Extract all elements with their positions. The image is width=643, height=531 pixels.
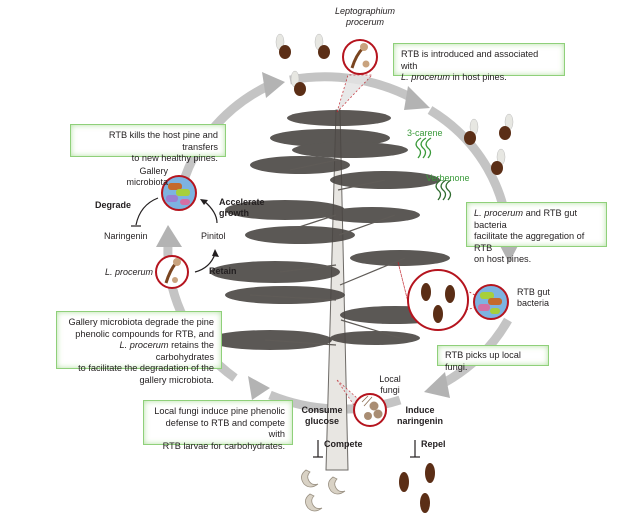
arrowhead-left (156, 225, 182, 247)
repelled-beetles (399, 463, 435, 513)
box-line: RTB is introduced and associated with (401, 49, 539, 71)
larva (305, 493, 323, 512)
flying-beetle (314, 33, 330, 59)
beetle (420, 493, 430, 513)
rtb-beetles-circle (407, 269, 469, 331)
label-line: fungi (380, 385, 400, 395)
box-line: to facilitate the degradation of the (78, 363, 214, 373)
arrowhead-top-right (404, 86, 430, 110)
rtb-gut-bacteria-circle (473, 284, 509, 320)
label-line: bacteria (517, 298, 550, 308)
label-leptographium: Leptographium procerum (330, 6, 400, 28)
box-line-rest: retains the carbohydrates (155, 340, 214, 362)
box-line: Gallery microbiota degrade the pine (68, 317, 214, 327)
label-verbenone: Verbenone (426, 173, 470, 183)
l-procerum-circle-top (342, 39, 378, 75)
box-line: Local fungi induce pine phenolic (154, 406, 285, 416)
flying-beetle (491, 148, 506, 175)
flying-beetle (464, 118, 479, 145)
volatile-wave-icon-verbenone (435, 179, 452, 201)
zoom-cone-top (336, 74, 373, 113)
label-line: glucose (304, 416, 339, 426)
label-naringenin: Naringenin (104, 231, 148, 241)
label-line: Accelerate (219, 197, 265, 207)
box-line: L. procerum and RTB gut bacteria (474, 208, 599, 231)
label-line: Leptographium (334, 6, 396, 16)
accelerate-arrowhead (200, 199, 208, 205)
repel-inhibit (410, 440, 420, 458)
species-name: L. procerum (401, 72, 451, 82)
label-compete: Compete (324, 439, 363, 449)
box-aggregation: L. procerum and RTB gut bacteria facilit… (466, 202, 607, 264)
box-line: RTB picks up local fungi. (445, 350, 521, 372)
box-line: defense to RTB and compete with (165, 417, 285, 440)
label-l-procerum: L. procerum (105, 267, 154, 277)
label-line: microbiota (126, 177, 168, 187)
box-line: RTB larvae for carbohydrates. (162, 440, 285, 451)
box-picks-up-fungi: RTB picks up local fungi. (437, 345, 549, 372)
label-line: Gallery (139, 166, 168, 176)
beetle (425, 463, 435, 483)
label-pinitol: Pinitol (201, 231, 226, 241)
label-retain: Retain (209, 266, 237, 276)
box-line-rest: in host pines. (450, 72, 507, 82)
label-local-fungi: Local fungi (370, 374, 410, 396)
label-rtb-gut-bacteria: RTB gut bacteria (517, 287, 550, 309)
label-accelerate-growth: Accelerate growth (219, 197, 265, 219)
box-line: gallery microbiota. (139, 374, 214, 385)
larva (328, 476, 346, 495)
label-line: naringenin (396, 416, 443, 426)
box-line: facilitate the aggregation of RTB (474, 231, 585, 253)
flying-beetles-right (464, 113, 514, 175)
label-degrade: Degrade (95, 200, 132, 210)
larva (301, 469, 319, 488)
rtb-larvae (301, 469, 346, 512)
label-induce-naringenin: Induce naringenin (392, 405, 448, 427)
degrade-inhibit-arrow (135, 197, 159, 226)
arrowhead-top-left (262, 72, 285, 98)
label-line: RTB gut (517, 287, 550, 297)
label-repel: Repel (421, 439, 446, 449)
box-line: RTB kills the host pine and transfers (108, 130, 218, 152)
arrowhead-lower-right (424, 372, 450, 398)
label-gallery-microbiota: Gallery microbiota (118, 166, 168, 188)
box-line: phenolic compounds for RTB, and (75, 328, 214, 339)
box-line-rest: and RTB gut bacteria (474, 208, 577, 230)
flying-beetle (290, 70, 306, 96)
box-rtb-kills: RTB kills the host pine and transfers to… (70, 124, 226, 163)
box-local-fungi: Local fungi induce pine phenolic defense… (143, 400, 293, 451)
label-line: Consume (301, 405, 343, 415)
flying-beetle (275, 33, 291, 59)
local-fungi-circle (353, 393, 387, 427)
box-rtb-introduced: RTB is introduced and associated with L.… (393, 43, 565, 82)
label-line: procerum (345, 17, 384, 27)
beetle (399, 472, 409, 492)
species-name: L. procerum (474, 208, 524, 218)
compete-inhibit (313, 440, 323, 458)
box-line: on host pines. (474, 254, 532, 264)
label-line: Induce (405, 405, 435, 415)
label-line: Local (379, 374, 401, 384)
species-name: L. procerum (119, 340, 169, 350)
box-line: L. procerum in host pines. (401, 72, 557, 84)
flying-beetle (499, 113, 514, 140)
label-3-carene: 3-carene (407, 128, 443, 138)
box-gallery-microbiota: Gallery microbiota degrade the pine phen… (56, 311, 222, 385)
gallery-microbiota-circle (161, 175, 197, 211)
box-line: to new healthy pines. (131, 153, 218, 163)
volatile-wave-icon-carene (415, 137, 432, 159)
flying-beetles-top (275, 33, 330, 96)
label-consume-glucose: Consume glucose (296, 405, 348, 427)
arrowhead-bottom (248, 376, 270, 400)
accelerate-arrow (203, 200, 218, 224)
box-line: L. procerum retains the carbohydrates (64, 340, 214, 363)
l-procerum-circle-left (155, 255, 189, 289)
retain-arrowhead (212, 249, 219, 257)
pine-tree (208, 109, 450, 471)
label-line: growth (219, 208, 249, 218)
